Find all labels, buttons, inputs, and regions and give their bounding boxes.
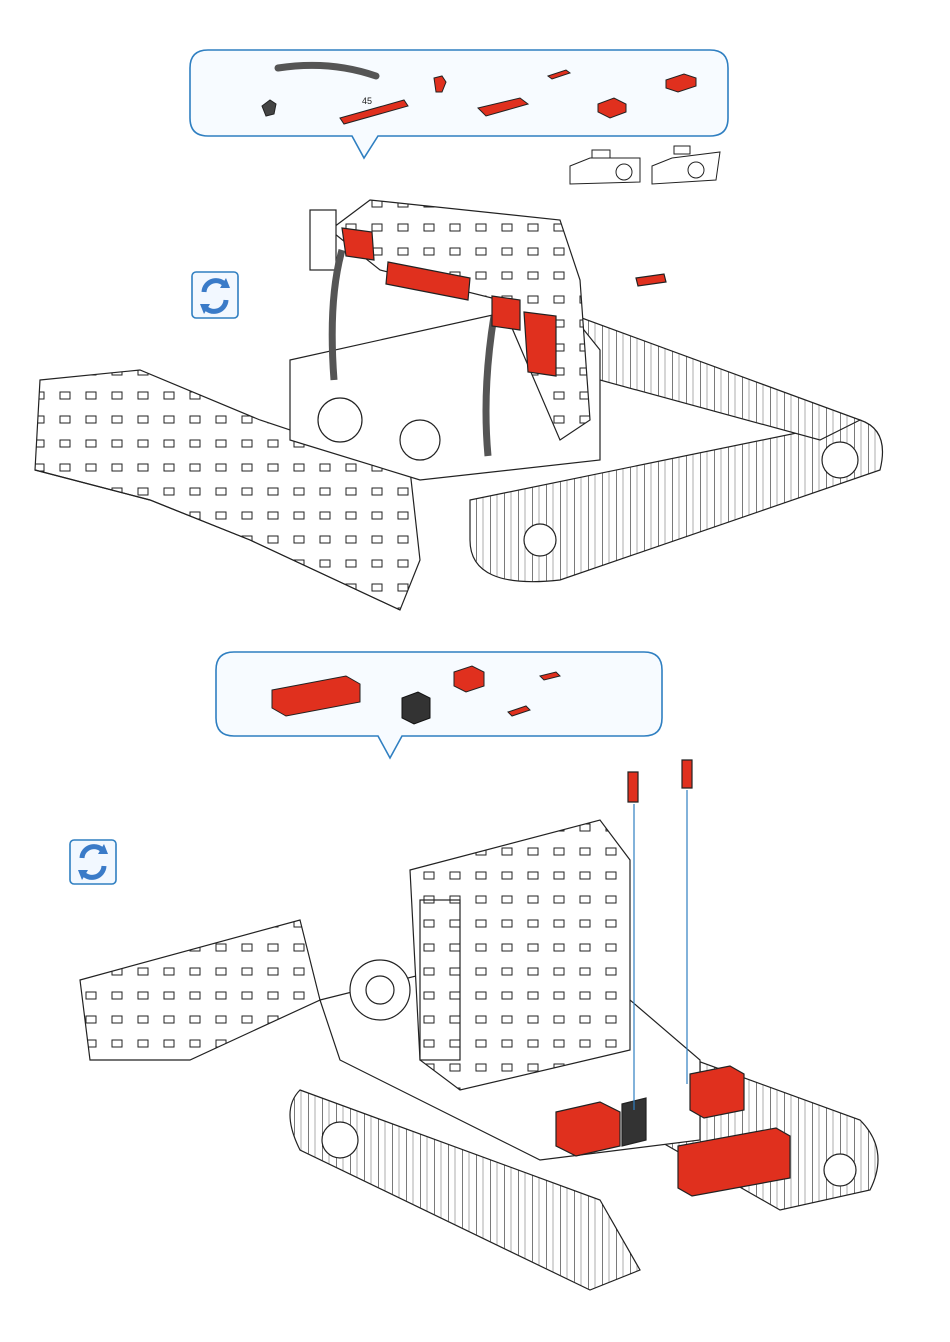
- step1-parts-bubble: 45: [190, 50, 728, 158]
- black-block-icon: [402, 692, 430, 724]
- template-shapes: [570, 146, 720, 184]
- rotate-model-icon: [70, 840, 116, 884]
- plate-length-label: 45: [362, 96, 372, 106]
- step2-model: [80, 760, 878, 1290]
- step1-model: [35, 200, 883, 610]
- step2-parts-bubble: [216, 652, 662, 758]
- rotate-model-icon: [192, 272, 238, 318]
